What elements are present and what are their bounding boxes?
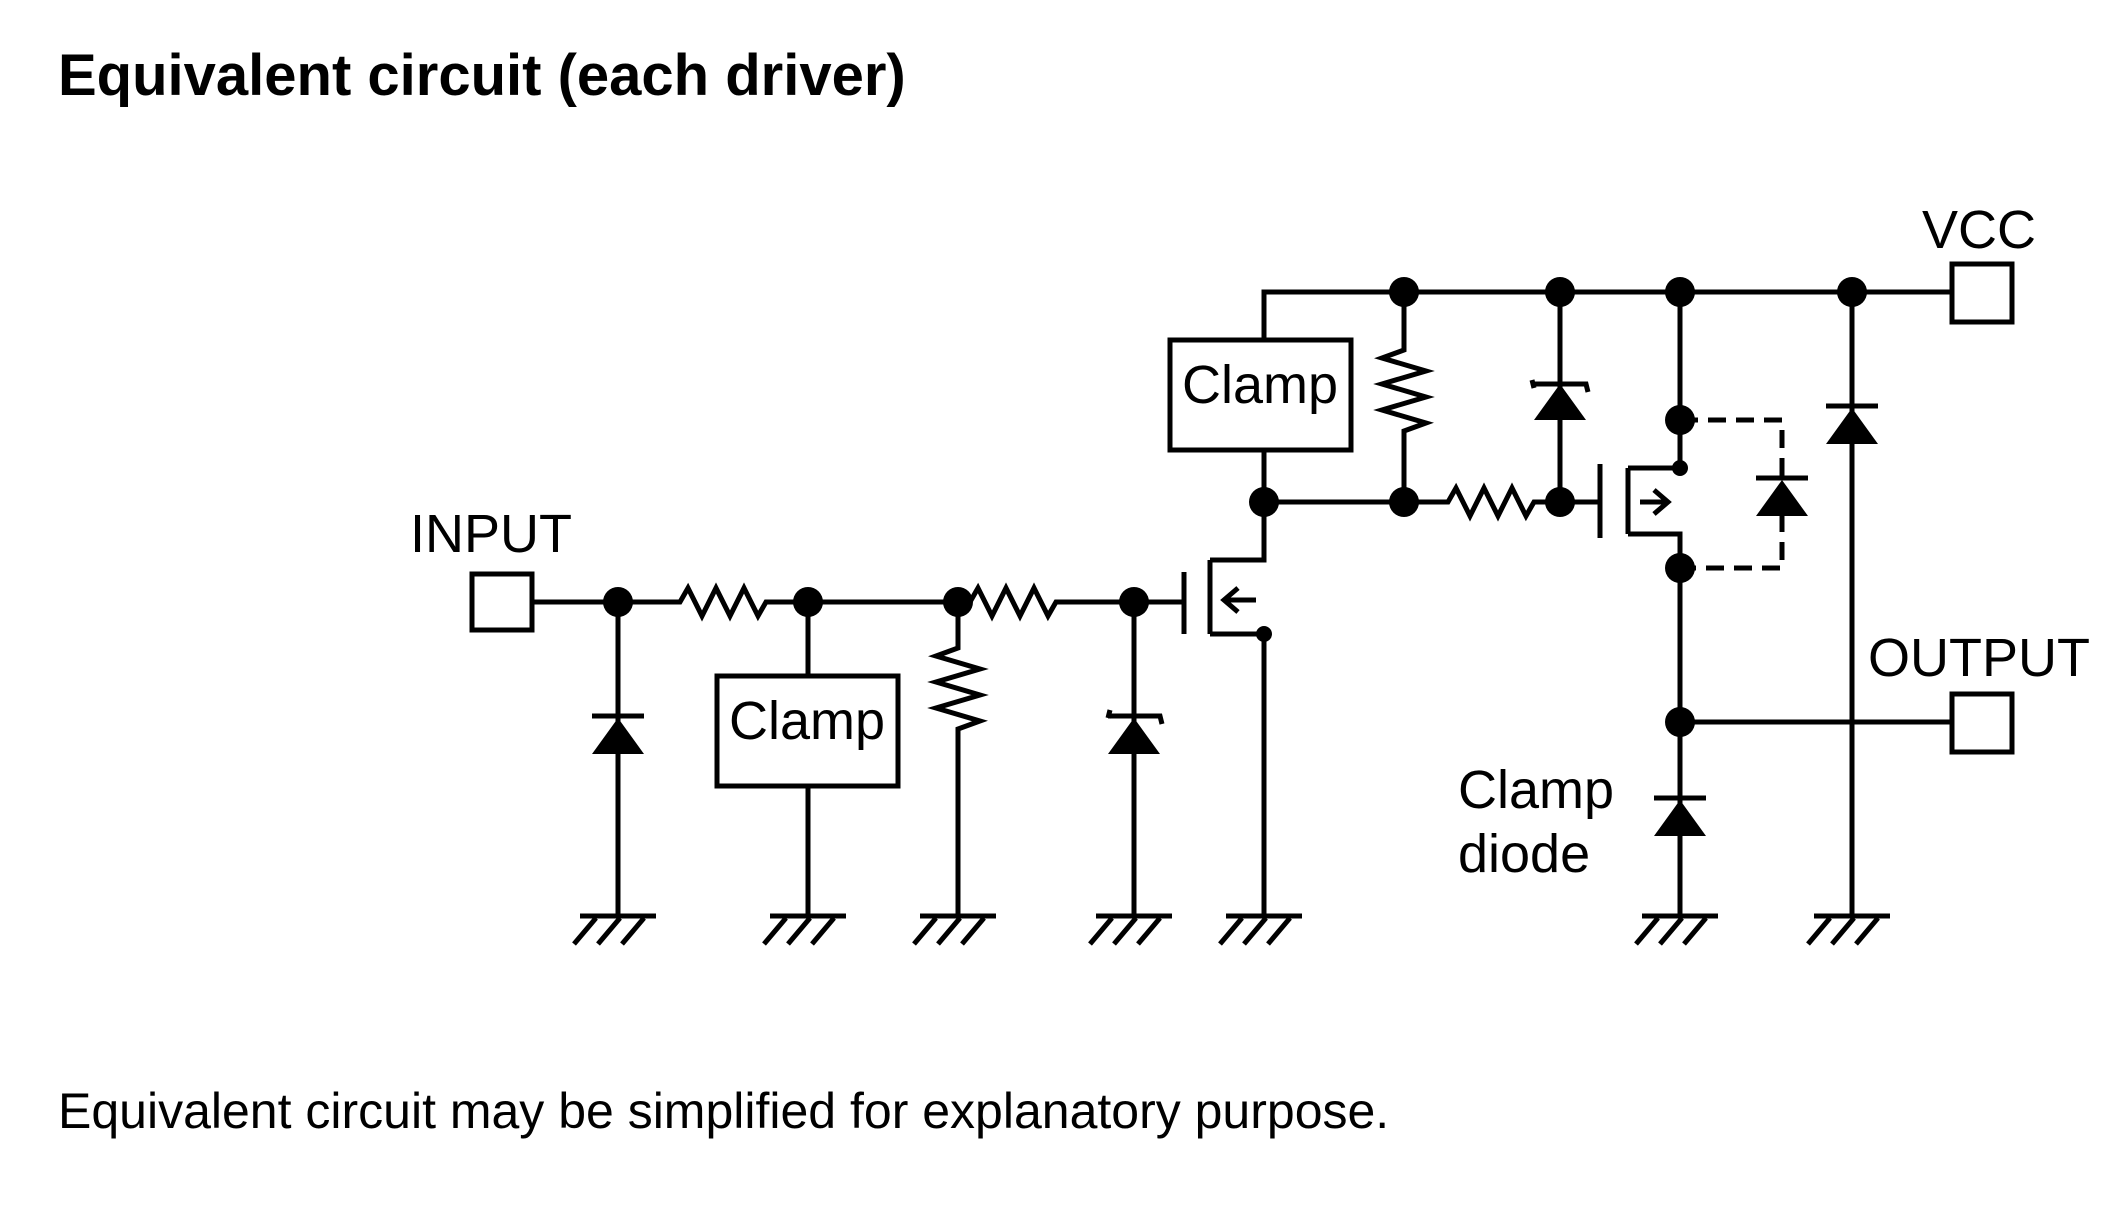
vcc-label: VCC: [1922, 200, 2036, 260]
ground-symbol: [764, 916, 846, 944]
ground-symbol: [574, 916, 656, 944]
ground-symbol: [914, 916, 996, 944]
ground-symbol: [1220, 916, 1302, 944]
pullup-resistor: [1373, 292, 1435, 502]
clamp-diode-label-2: diode: [1458, 824, 1590, 884]
input-diode: [592, 718, 644, 754]
ground-symbol: [1636, 916, 1718, 944]
gate-zener-diode-2: [1534, 384, 1586, 420]
clamp-box-gate: [1167, 337, 1354, 453]
junction-dots: [603, 277, 1867, 737]
junction-dot: [1672, 460, 1688, 476]
pmos-arrow: [1640, 488, 1672, 516]
output-clamp-diode: [1654, 800, 1706, 836]
nmos-body: [1207, 502, 1267, 916]
input-label: INPUT: [410, 504, 572, 564]
gate-node-line: [1264, 482, 1600, 522]
clamp-input-label: Clamp: [729, 691, 885, 751]
output-label: OUTPUT: [1868, 628, 2090, 688]
output-pin: [1949, 691, 2015, 755]
vcc-rail: [1261, 289, 1952, 340]
wire: [1529, 379, 1591, 393]
gate-zener-diode: [1108, 718, 1160, 754]
ground-symbol: [1808, 916, 1890, 944]
body-diode-dashed: [1680, 417, 1785, 571]
clamp-diode-label-1: Clamp: [1458, 760, 1614, 820]
vcc-clamp-diode: [1826, 408, 1878, 444]
input-line: [532, 582, 1184, 622]
input-pin: [469, 571, 535, 633]
clamp-gate-label: Clamp: [1182, 355, 1338, 415]
diagram-title: Equivalent circuit (each driver): [58, 43, 906, 108]
ground-symbol: [1090, 916, 1172, 944]
nmos-arrow: [1220, 586, 1256, 614]
footnote: Equivalent circuit may be simplified for…: [58, 1083, 1390, 1139]
pmos-body: [1625, 420, 1683, 568]
body-diode: [1756, 480, 1808, 516]
pulldown-resistor: [927, 602, 989, 916]
wire: [1105, 709, 1165, 725]
vcc-pin: [1949, 261, 2015, 325]
